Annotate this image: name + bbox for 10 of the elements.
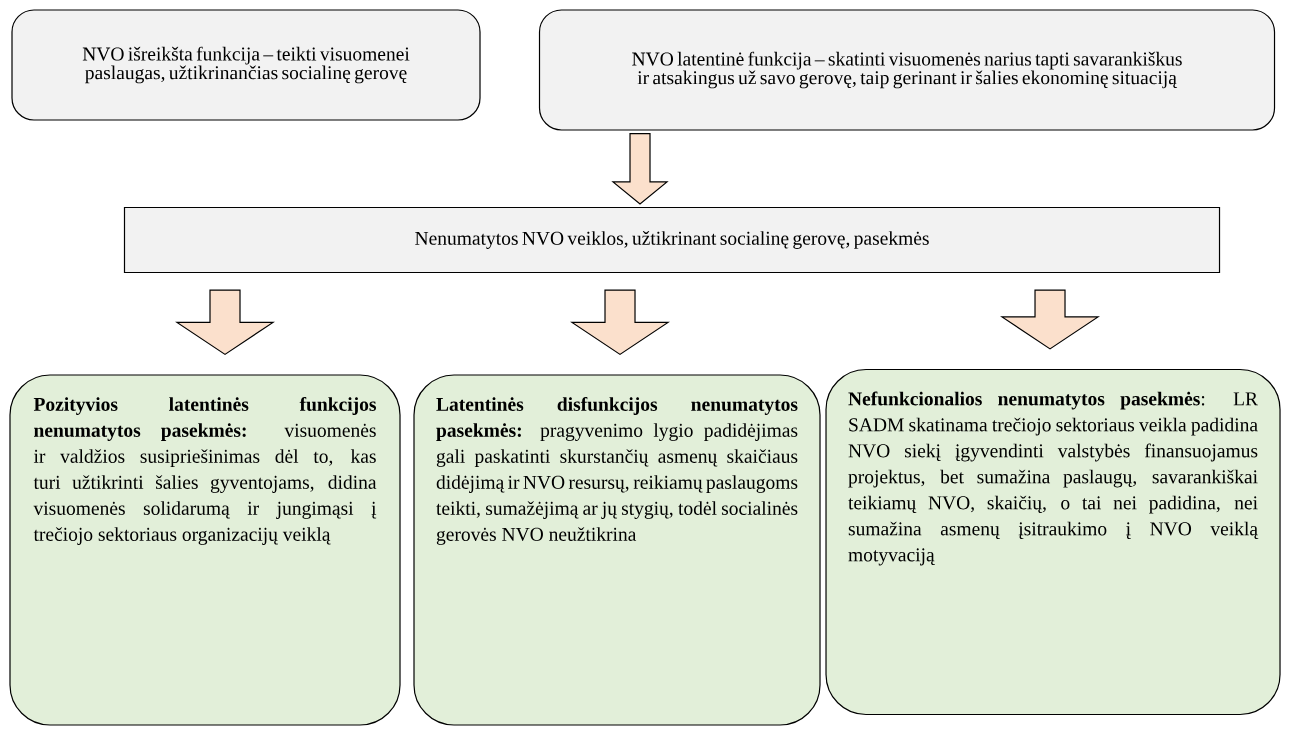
block-arrow — [570, 289, 670, 356]
consequence-box: Nefunkcionalios nenumatytos pasekmės: LR SADM skatinama trečiojo sektoriaus veikla padidina NVO siekį įgyvendinti valstybės finansuojamus projektus, bet sumažina paslaugų, savarankiškai teikiamų NVO, skaičių, o tai nei padidina, nei sumažina asmenų įsitraukimo į NVO veiklą motyvaciją — [825, 368, 1281, 716]
block-arrow — [1000, 289, 1100, 350]
consequence-box: Pozityvios latentinės funkcijos nenumatytos pasekmės: visuomenės ir valdžios susipriešinimas dėl to, kas turi užtikrinti šalies gyventojams, didina visuomenės solidarumą ir jungimąsi į trečiojo sektoriaus organizacijų veiklą — [9, 374, 401, 726]
function-box: NVO išreikšta funkcija – teikti visuomenei paslaugas, užtikrinančias socialinę gerovę — [11, 9, 481, 121]
function-box: NVO latentinė funkcija – skatinti visuomenės narius tapti savarankiškus ir atsakingus už savo gerovę, taip gerinant ir šalies ekonominę situaciją — [538, 9, 1276, 131]
block-arrow — [611, 133, 669, 205]
banner-box: Nenumatytos NVO veiklos, užtikrinant socialinę gerovę, pasekmės — [123, 206, 1221, 274]
consequence-box: Latentinės disfunkcijos nenumatytos pasekmės: pragyvenimo lygio padidėjimas gali paskatinti skurstančių asmenų skaičiaus didėjimą ir NVO resursų, reikiamų paslaugoms teikti, sumažėjimą ar jų stygių, todėl socialinės gerovės NVO neužtikrina — [413, 374, 821, 726]
block-arrow — [175, 289, 275, 356]
